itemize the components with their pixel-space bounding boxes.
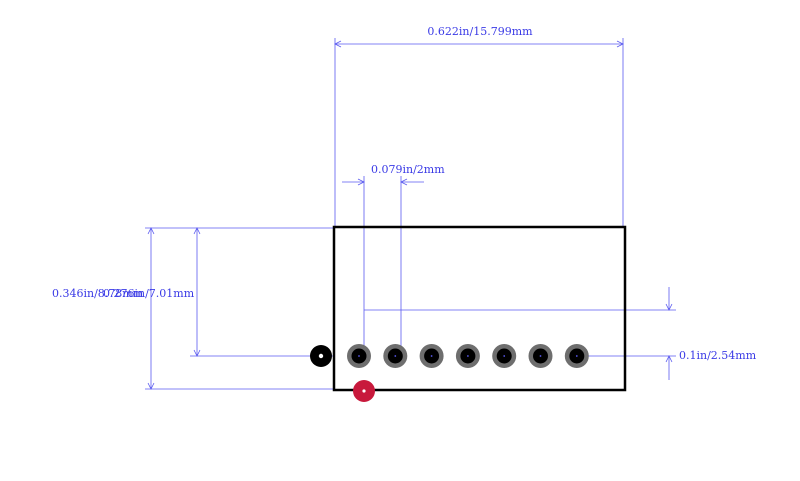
height-dimensions: 0.346in/8.78mm 0.276in/7.01mm (52, 227, 335, 390)
pad-3 (419, 344, 444, 368)
pad-5 (492, 344, 517, 368)
pin1-marker (310, 345, 332, 367)
pad-6 (528, 344, 553, 368)
pad-2 (383, 344, 408, 368)
width-dimension: 0.622in/15.799mm (334, 25, 624, 228)
height-outer-label: 0.346in/8.78mm (52, 287, 144, 300)
pin-spacing-label: 0.079in/2mm (371, 163, 445, 176)
pad-7 (564, 344, 589, 368)
pad-4 (455, 344, 480, 368)
pad-row (347, 344, 589, 368)
pin-spacing-dimension: 0.079in/2mm (342, 163, 445, 356)
pad-1 (347, 344, 371, 368)
offset-dimension: 0.1in/2.54mm (364, 287, 757, 380)
height-inner-label: 0.276in/7.01mm (103, 287, 195, 300)
component-outline (332, 225, 627, 392)
offset-label: 0.1in/2.54mm (679, 349, 757, 362)
width-label: 0.622in/15.799mm (427, 25, 533, 38)
origin-marker (353, 380, 375, 402)
